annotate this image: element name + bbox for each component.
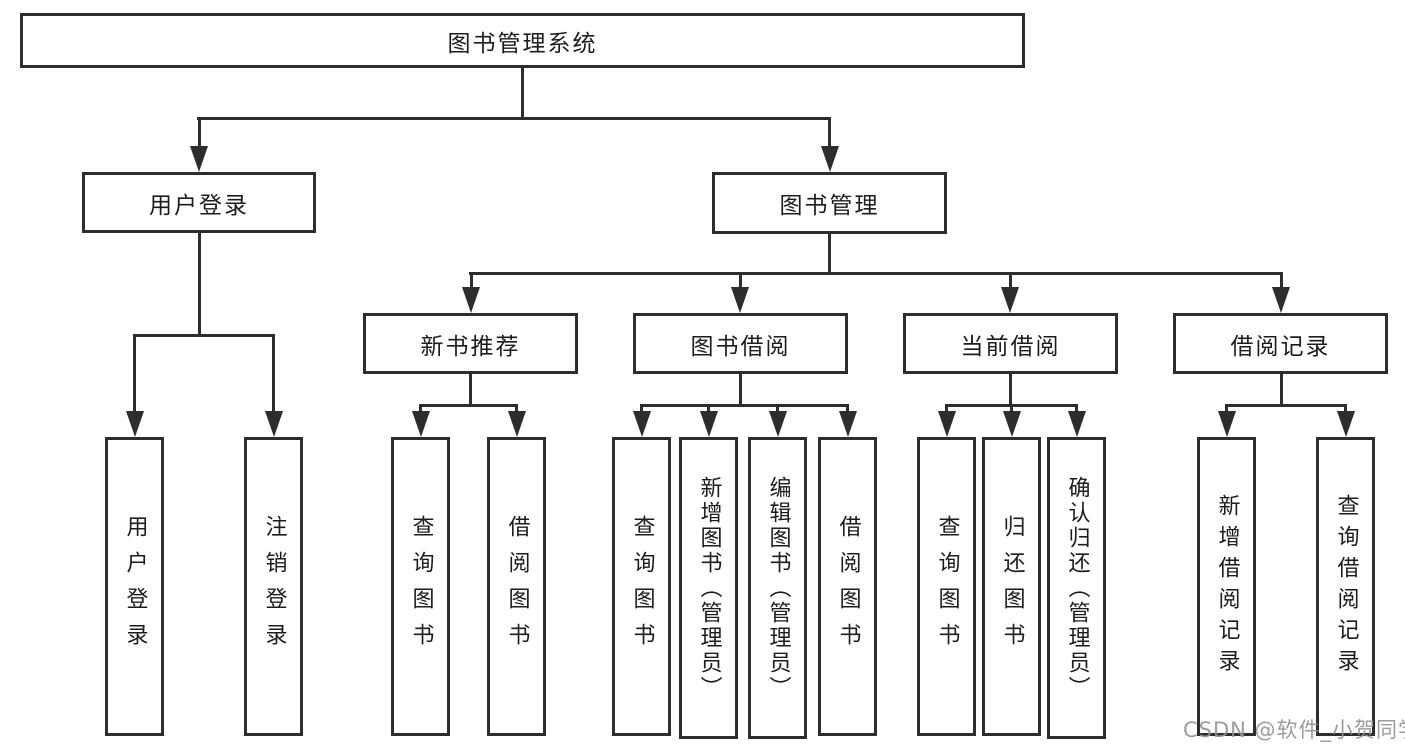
node-current-borrow: 当前借阅 <box>903 313 1118 374</box>
connector-bookborrow-horizontal <box>640 404 848 407</box>
arrow-down-nb-query <box>412 411 430 437</box>
arrow-down-bb-edit <box>769 411 787 437</box>
leaf-return-books: 归还图书 <box>982 437 1041 736</box>
arrow-down-new-book <box>462 287 480 313</box>
connector-records-horizontal <box>1225 404 1347 407</box>
arrow-down-nb-borrow <box>508 411 526 437</box>
node-current-borrow-label: 当前借阅 <box>960 333 1061 360</box>
leaf-user-login-label: 用户登录 <box>122 514 148 659</box>
arrow-down-cb-confirm <box>1068 411 1086 437</box>
leaf-borrow-books-recommend-label: 借阅图书 <box>504 514 530 659</box>
node-book-borrow-label: 图书借阅 <box>690 333 791 360</box>
arrow-down-current-borrow <box>1001 287 1019 313</box>
leaf-query-books-current: 查询图书 <box>917 437 976 736</box>
leaf-logout-label: 注销登录 <box>261 514 287 659</box>
arrow-down-book-borrow <box>731 287 749 313</box>
node-new-book-recommend: 新书推荐 <box>363 313 578 374</box>
leaf-confirm-return-admin-label: 确认归还（管理员） <box>1064 475 1090 701</box>
node-user-login: 用户登录 <box>82 172 316 233</box>
root-node-label: 图书管理系统 <box>447 30 598 57</box>
leaf-edit-books-admin: 编辑图书（管理员） <box>748 437 807 739</box>
arrow-down-bb-borrow <box>839 411 857 437</box>
arrow-down-rec-query <box>1337 411 1355 437</box>
leaf-query-books-recommend-label: 查询图书 <box>408 514 434 659</box>
connector-stub-leaf-user-login <box>133 334 136 426</box>
leaf-query-books-recommend: 查询图书 <box>391 437 450 736</box>
leaf-edit-books-admin-label: 编辑图书（管理员） <box>765 475 791 701</box>
leaf-add-books-admin-label: 新增图书（管理员） <box>696 475 722 701</box>
arrow-down-bb-add <box>700 411 718 437</box>
leaf-query-books-borrow: 查询图书 <box>612 437 671 736</box>
connector-stub-book-management <box>828 117 831 164</box>
arrow-down-bb-query <box>633 411 651 437</box>
leaf-add-borrow-record: 新增借阅记录 <box>1197 437 1256 736</box>
leaf-borrow-books-recommend: 借阅图书 <box>487 437 546 736</box>
node-borrow-records: 借阅记录 <box>1173 313 1388 374</box>
connector-bookmgmt-vertical <box>828 234 831 275</box>
leaf-logout: 注销登录 <box>244 437 303 736</box>
arrow-down-leaf-user-login <box>126 411 144 437</box>
leaf-query-borrow-record-label: 查询借阅记录 <box>1333 493 1359 680</box>
arrow-down-leaf-logout <box>265 411 283 437</box>
arrow-down-book-management <box>821 146 839 172</box>
arrow-down-cb-query <box>938 411 956 437</box>
node-book-management-label: 图书管理 <box>779 193 880 219</box>
node-new-book-recommend-label: 新书推荐 <box>420 333 521 360</box>
root-node-system: 图书管理系统 <box>20 13 1025 68</box>
connector-stub-user-login <box>198 117 201 164</box>
leaf-add-books-admin: 新增图书（管理员） <box>679 437 738 739</box>
arrow-down-borrow-records <box>1272 287 1290 313</box>
connector-bookmgmt-horizontal <box>469 272 1283 275</box>
node-book-management: 图书管理 <box>712 172 947 234</box>
leaf-borrow-books-label: 借阅图书 <box>835 514 861 659</box>
connector-bookborrow-vertical <box>739 374 742 407</box>
node-borrow-records-label: 借阅记录 <box>1230 333 1331 360</box>
node-user-login-label: 用户登录 <box>149 192 249 219</box>
connector-newbook-horizontal <box>419 404 518 407</box>
connector-newbook-vertical <box>469 374 472 407</box>
arrow-down-cb-return <box>1003 411 1021 437</box>
connector-root-horizontal <box>197 117 831 120</box>
connector-currentborrow-vertical <box>1009 374 1012 407</box>
connector-records-vertical <box>1280 374 1283 407</box>
connector-userlogin-horizontal <box>133 334 275 337</box>
connector-root-vertical <box>521 68 524 120</box>
leaf-query-borrow-record: 查询借阅记录 <box>1316 437 1375 736</box>
leaf-confirm-return-admin: 确认归还（管理员） <box>1047 437 1106 739</box>
node-book-borrow: 图书借阅 <box>633 313 848 374</box>
leaf-borrow-books: 借阅图书 <box>818 437 877 736</box>
leaf-add-borrow-record-label: 新增借阅记录 <box>1214 493 1240 680</box>
leaf-return-books-label: 归还图书 <box>999 514 1025 659</box>
leaf-user-login: 用户登录 <box>105 437 164 736</box>
arrow-down-rec-add <box>1218 411 1236 437</box>
connector-stub-leaf-logout <box>272 334 275 426</box>
leaf-query-books-borrow-label: 查询图书 <box>629 514 655 659</box>
connector-userlogin-vertical <box>198 233 201 337</box>
csdn-watermark: CSDN @软件_小贺同学 <box>1183 718 1405 742</box>
leaf-query-books-current-label: 查询图书 <box>934 514 960 659</box>
arrow-down-user-login <box>190 146 208 172</box>
